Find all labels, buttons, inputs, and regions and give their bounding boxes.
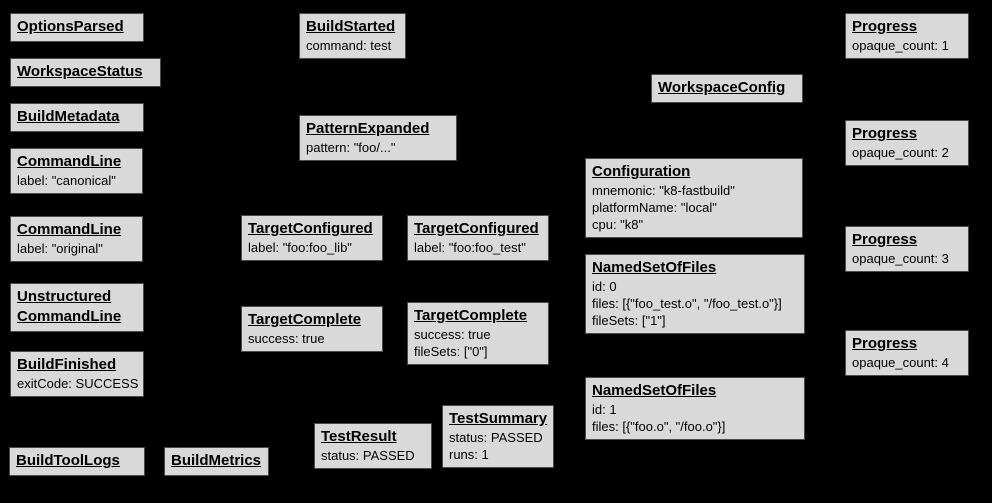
node-title: PatternExpanded xyxy=(306,120,430,137)
node-detail-line: status: PASSED xyxy=(321,448,415,463)
node-title: WorkspaceStatus xyxy=(17,63,143,80)
node-configuration: Configuration mnemonic: "k8-fastbuild" p… xyxy=(585,158,803,238)
node-title: TargetConfigured xyxy=(414,220,539,237)
node-detail-line: success: true xyxy=(414,327,491,342)
node-detail-line: label: "foo:foo_lib" xyxy=(248,240,352,255)
node-detail-line: exitCode: SUCCESS xyxy=(17,376,139,391)
node-detail-line: status: PASSED xyxy=(449,430,543,445)
node-detail-line: platformName: "local" xyxy=(592,200,717,215)
node-title: NamedSetOfFiles xyxy=(592,259,717,276)
node-target-complete-foo-lib: TargetComplete success: true xyxy=(241,306,383,352)
node-detail-line: label: "original" xyxy=(17,241,103,256)
node-detail-line: mnemonic: "k8-fastbuild" xyxy=(592,183,735,198)
node-test-summary: TestSummary status: PASSED runs: 1 xyxy=(442,405,554,468)
node-progress-3: Progress opaque_count: 3 xyxy=(845,226,969,272)
node-title: TargetConfigured xyxy=(248,220,373,237)
node-target-complete-foo-test: TargetComplete success: true fileSets: [… xyxy=(407,302,549,365)
node-command-line-canonical: CommandLine label: "canonical" xyxy=(10,148,143,194)
node-command-line-original: CommandLine label: "original" xyxy=(10,216,143,262)
node-unstructured-command-line: Unstructured CommandLine xyxy=(10,283,144,332)
node-detail-line: opaque_count: 1 xyxy=(852,38,949,53)
node-build-finished: BuildFinished exitCode: SUCCESS xyxy=(10,351,144,397)
node-workspace-config: WorkspaceConfig xyxy=(651,74,803,103)
node-progress-1: Progress opaque_count: 1 xyxy=(845,13,969,59)
node-detail-line: fileSets: ["1"] xyxy=(592,313,666,328)
node-detail-line: pattern: "foo/..." xyxy=(306,140,396,155)
node-detail-line: runs: 1 xyxy=(449,447,489,462)
node-progress-2: Progress opaque_count: 2 xyxy=(845,120,969,166)
node-detail-line: opaque_count: 4 xyxy=(852,355,949,370)
node-detail-line: opaque_count: 3 xyxy=(852,251,949,266)
node-detail-line: cpu: "k8" xyxy=(592,217,644,232)
node-named-set-of-files-0: NamedSetOfFiles id: 0 files: [{"foo_test… xyxy=(585,254,805,334)
node-target-configured-foo-lib: TargetConfigured label: "foo:foo_lib" xyxy=(241,215,383,261)
node-named-set-of-files-1: NamedSetOfFiles id: 1 files: [{"foo.o", … xyxy=(585,377,805,440)
node-title: Progress xyxy=(852,125,918,142)
node-workspace-status: WorkspaceStatus xyxy=(10,58,161,87)
node-detail-line: fileSets: ["0"] xyxy=(414,344,488,359)
node-build-metadata: BuildMetadata xyxy=(10,103,144,132)
node-test-result: TestResult status: PASSED xyxy=(314,423,432,469)
node-detail-line: command: test xyxy=(306,38,392,53)
node-title: Progress xyxy=(852,231,918,248)
node-progress-4: Progress opaque_count: 4 xyxy=(845,330,969,376)
node-build-tool-logs: BuildToolLogs xyxy=(9,447,145,476)
node-detail-line: files: [{"foo.o", "/foo.o"}] xyxy=(592,419,726,434)
node-detail-line: label: "canonical" xyxy=(17,173,116,188)
node-title: BuildToolLogs xyxy=(16,452,120,469)
node-target-configured-foo-test: TargetConfigured label: "foo:foo_test" xyxy=(407,215,549,261)
node-detail-line: files: [{"foo_test.o", "/foo_test.o"}] xyxy=(592,296,782,311)
node-detail-line: id: 0 xyxy=(592,279,617,294)
node-detail-line: id: 1 xyxy=(592,402,617,417)
node-title: BuildMetrics xyxy=(171,452,262,469)
node-title: CommandLine xyxy=(17,153,122,170)
node-build-metrics: BuildMetrics xyxy=(164,447,269,476)
node-title: TargetComplete xyxy=(414,307,528,324)
node-title: WorkspaceConfig xyxy=(658,79,786,96)
node-title: TestSummary xyxy=(449,410,548,427)
node-title: Unstructured CommandLine xyxy=(17,288,122,325)
node-title: Progress xyxy=(852,18,918,35)
node-pattern-expanded: PatternExpanded pattern: "foo/..." xyxy=(299,115,457,161)
node-detail-line: opaque_count: 2 xyxy=(852,145,949,160)
node-title: Progress xyxy=(852,335,918,352)
node-detail-line: label: "foo:foo_test" xyxy=(414,240,526,255)
node-title: NamedSetOfFiles xyxy=(592,382,717,399)
node-title: Configuration xyxy=(592,163,691,180)
node-build-started: BuildStarted command: test xyxy=(299,13,406,59)
node-options-parsed: OptionsParsed xyxy=(10,13,144,42)
node-title: BuildFinished xyxy=(17,356,117,373)
node-title: TestResult xyxy=(321,428,397,445)
node-title: TargetComplete xyxy=(248,311,362,328)
node-detail-line: success: true xyxy=(248,331,325,346)
node-title: OptionsParsed xyxy=(17,18,124,35)
node-title: CommandLine xyxy=(17,221,122,238)
node-title: BuildStarted xyxy=(306,18,396,35)
node-title: BuildMetadata xyxy=(17,108,120,125)
